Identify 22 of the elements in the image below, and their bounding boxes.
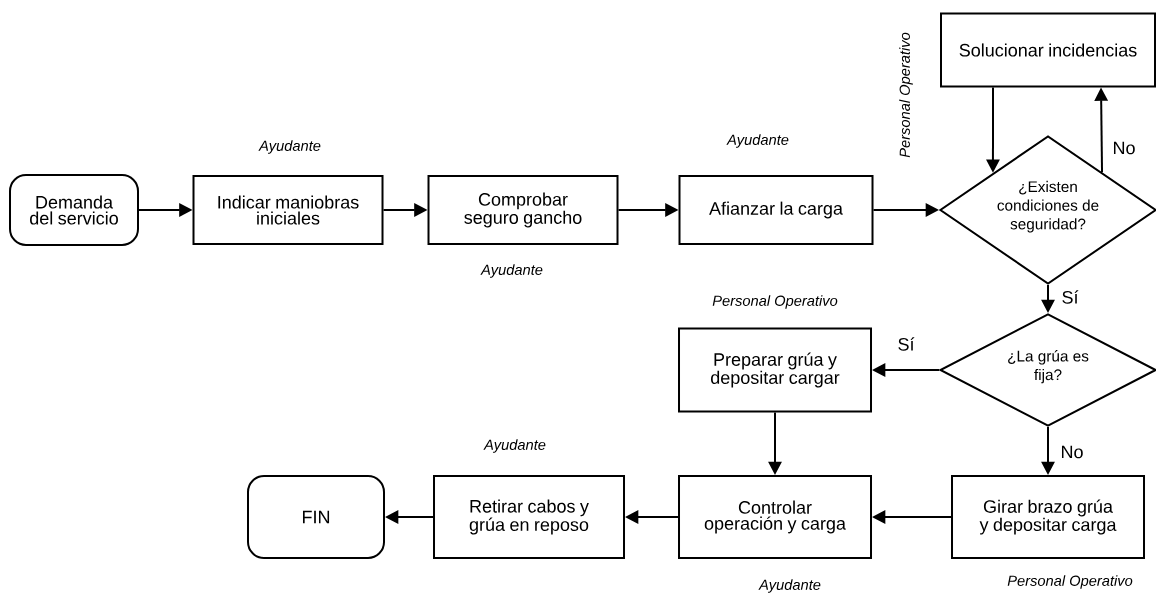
terminal-box: Demanda del servicio xyxy=(9,174,139,246)
process-box: Solucionar incidencias xyxy=(940,12,1156,88)
edge-label: Sí xyxy=(896,335,916,353)
process-box: Afianzar la carga xyxy=(678,175,874,245)
process-box: Comprobar seguro gancho xyxy=(427,175,619,245)
role-label: Personal Operativo xyxy=(1007,575,1133,589)
process-box: Indicar maniobras iniciales xyxy=(192,175,384,245)
process-box: Retirar cabos y grúa en reposo xyxy=(433,475,625,559)
process-box: Controlar operación y carga xyxy=(678,475,872,559)
process-box: Girar brazo grúa y depositar carga xyxy=(951,475,1145,559)
edge-label: No xyxy=(1111,140,1137,156)
edge-label: Sí xyxy=(1060,288,1080,306)
role-label: Ayudante xyxy=(258,140,321,154)
role-label: Ayudante xyxy=(758,579,821,593)
role-label: Personal Operativo xyxy=(712,295,838,309)
role-label: Personal Operativo xyxy=(899,32,913,158)
terminal-box: FIN xyxy=(247,475,385,559)
role-label: Ayudante xyxy=(480,264,543,278)
edge-label: No xyxy=(1059,444,1085,460)
role-label: Ayudante xyxy=(726,134,789,148)
process-box: Preparar grúa y depositar cargar xyxy=(678,327,872,413)
role-label: Ayudante xyxy=(483,439,546,453)
